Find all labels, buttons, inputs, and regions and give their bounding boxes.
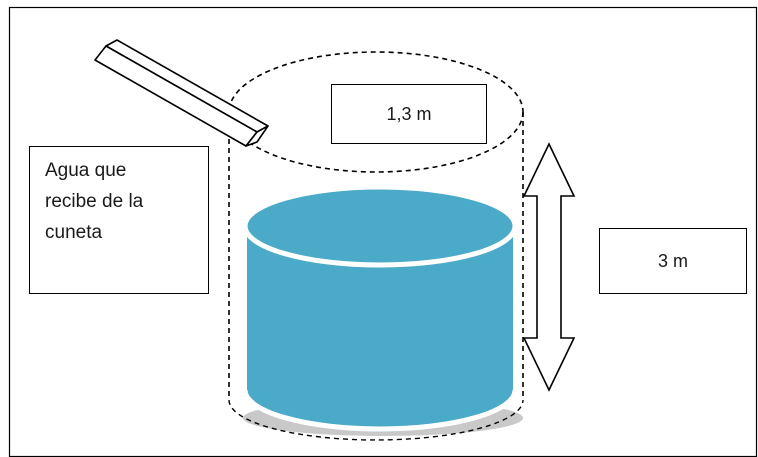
tank-capacity-outline [228,51,524,400]
inflow-label-line-1: Agua que [45,160,127,181]
diameter-label: 1,3 m [331,84,487,144]
chute-end-face [245,125,269,147]
tank-bottom-dashed-arc [228,399,524,441]
inflow-label: Agua que recibe de la cuneta [29,146,209,294]
height-arrow-icon [522,142,576,392]
inflow-label-line-2: recibe de la [45,191,144,212]
water-body [245,226,515,429]
water-bottom-rim [242,389,518,432]
chute-side-face [94,45,258,147]
chute-icon [94,39,269,147]
inflow-label-line-3: cuneta [45,222,103,243]
height-label: 3 m [599,228,747,294]
water-surface [242,184,518,268]
water-cylinder [242,184,523,436]
